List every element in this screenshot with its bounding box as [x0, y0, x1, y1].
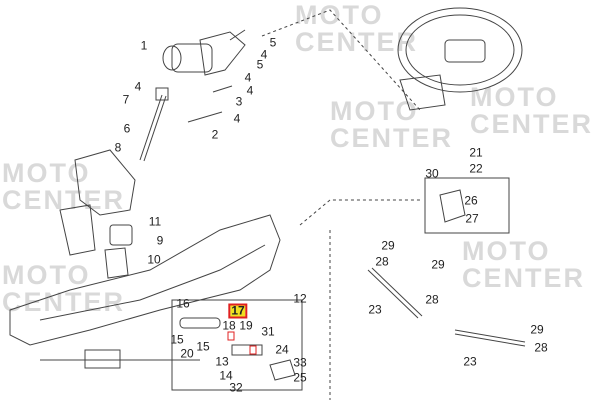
callout-28: 28	[534, 340, 548, 355]
watermark-line1: MOTO	[330, 96, 419, 126]
callout-33: 33	[293, 355, 307, 370]
callout-26: 26	[464, 193, 478, 208]
callout-30: 30	[425, 166, 439, 181]
callout-13: 13	[215, 354, 229, 369]
callout-27: 27	[465, 211, 479, 226]
callout-4: 4	[260, 47, 268, 62]
intermediate-shaft	[139, 87, 169, 162]
callout-23: 23	[463, 354, 477, 369]
callout-6: 6	[123, 121, 131, 136]
callout-14: 14	[219, 368, 233, 383]
steering-column-motor	[162, 29, 246, 76]
callout-15: 15	[196, 339, 210, 354]
callout-25: 25	[293, 370, 307, 385]
watermark-line1: MOTO	[2, 260, 91, 290]
callout-19: 19	[239, 318, 253, 333]
watermark-line2: CENTER	[330, 123, 454, 153]
callout-29: 29	[530, 322, 544, 337]
watermark-line1: MOTO	[462, 236, 551, 266]
callout-15: 15	[170, 332, 184, 347]
callout-9: 9	[156, 233, 164, 248]
callout-4: 4	[233, 111, 241, 126]
callout-28: 28	[375, 254, 389, 269]
steering-knuckle	[439, 189, 466, 223]
callout-32: 32	[229, 380, 243, 395]
callout-17: 17	[228, 303, 248, 319]
steering-rack-box	[171, 299, 303, 391]
callout-5: 5	[269, 35, 277, 50]
callout-31: 31	[261, 324, 275, 339]
callout-22: 22	[469, 161, 483, 176]
callout-7: 7	[122, 92, 130, 107]
callout-24: 24	[275, 342, 289, 357]
callout-4: 4	[134, 79, 142, 94]
watermark-line2: CENTER	[462, 263, 586, 293]
callout-29: 29	[431, 257, 445, 272]
callout-5: 5	[256, 57, 264, 72]
watermark-line1: MOTO	[470, 82, 559, 112]
watermark-line1: MOTO	[295, 0, 384, 30]
callout-1: 1	[140, 38, 148, 53]
leader-line	[299, 199, 420, 400]
tie-rods	[367, 267, 526, 347]
bolt-3	[212, 85, 233, 93]
callout-20: 20	[180, 346, 194, 361]
callout-23: 23	[368, 302, 382, 317]
callout-16: 16	[176, 296, 190, 311]
leader-line	[261, 9, 421, 111]
callout-3: 3	[235, 94, 243, 109]
callout-2: 2	[211, 127, 219, 142]
callout-29: 29	[381, 238, 395, 253]
callout-18: 18	[222, 318, 236, 333]
steering-wheel	[397, 7, 523, 111]
callout-10: 10	[147, 252, 161, 267]
callout-4: 4	[244, 70, 252, 85]
watermark-line2: CENTER	[295, 27, 419, 57]
callout-12: 12	[293, 291, 307, 306]
callout-11: 11	[148, 214, 162, 229]
watermark-line2: CENTER	[470, 109, 594, 139]
callout-28: 28	[425, 292, 439, 307]
callout-21: 21	[469, 145, 483, 160]
watermark-line1: MOTO	[2, 158, 91, 188]
callout-8: 8	[114, 140, 122, 155]
bolt-2	[187, 111, 223, 123]
watermark-line2: CENTER	[2, 185, 126, 215]
knuckle-box	[424, 177, 510, 234]
subframe	[9, 214, 281, 369]
bracket-assembly	[59, 149, 136, 279]
callout-4: 4	[246, 83, 254, 98]
steering-rack	[179, 317, 296, 381]
